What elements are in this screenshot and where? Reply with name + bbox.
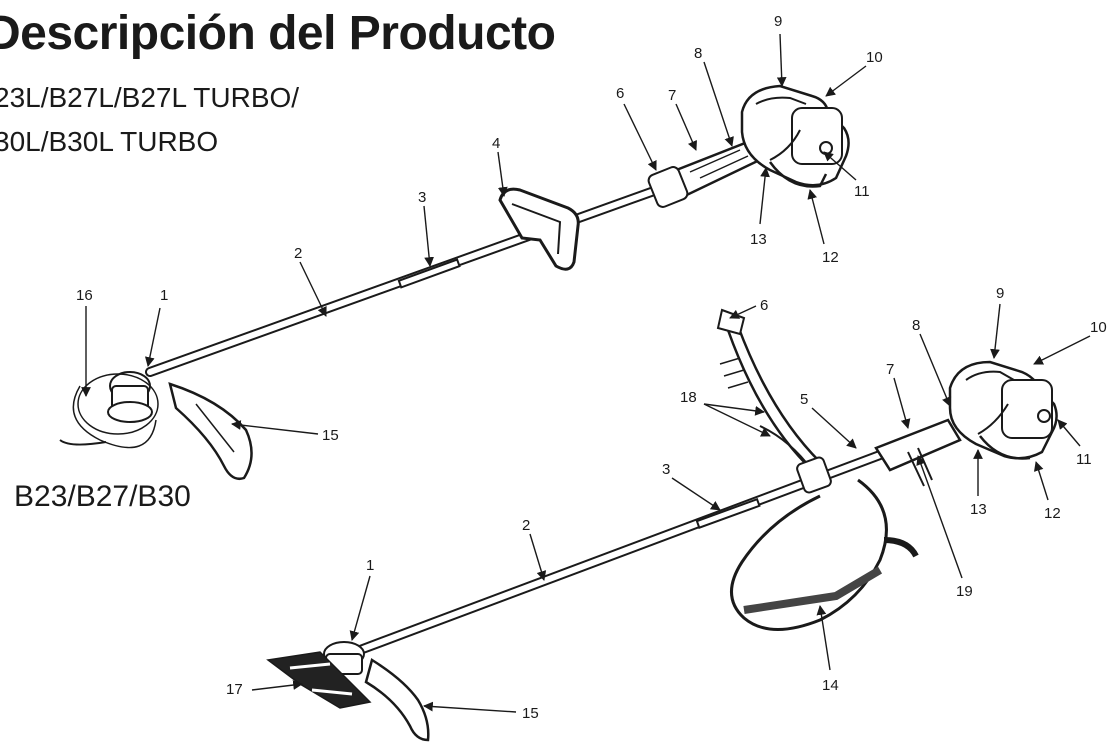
- callout-number: 12: [822, 249, 839, 266]
- lower-handle-clamp: [796, 456, 832, 494]
- callout-number: 9: [996, 285, 1004, 302]
- lower-air-filter: [1001, 379, 1053, 439]
- lower-cutting-head: [266, 641, 372, 709]
- callout-number: 3: [418, 189, 426, 206]
- callout-number: 4: [492, 135, 500, 152]
- callout-arrows: [81, 33, 1091, 713]
- callout-number: 6: [616, 85, 624, 102]
- upper-loop-handle: [498, 187, 580, 271]
- callout-number: 13: [750, 231, 767, 248]
- callout-number: 10: [866, 49, 883, 66]
- callout-number: 11: [1076, 451, 1092, 468]
- callout-number: 8: [694, 45, 702, 62]
- models-subtitle-line-1: 23L/B27L/B27L TURBO/: [0, 82, 300, 113]
- callout-number: 3: [662, 461, 670, 478]
- upper-handle-clamp: [647, 166, 689, 208]
- page-title: Descripción del Producto: [0, 7, 556, 60]
- upper-trimmer: [59, 84, 850, 480]
- models-subtitle-line-2: 30L/B30L TURBO: [0, 126, 219, 157]
- callout-number: 6: [760, 297, 768, 314]
- callout-number: 15: [522, 705, 539, 722]
- callout-number: 1: [160, 287, 168, 304]
- callout-number: 14: [822, 677, 839, 694]
- callout-number: 19: [956, 583, 973, 600]
- callout-number: 5: [800, 391, 808, 408]
- callout-number: 12: [1044, 505, 1061, 522]
- lower-callout-labels: 1 2 3 5 6 7 8 9 10 11 12 13 14 15 17 18 …: [226, 285, 1107, 722]
- callout-number: 7: [886, 361, 894, 378]
- lower-shaft-decal: [695, 497, 761, 529]
- upper-air-filter: [791, 107, 843, 165]
- callout-number: 10: [1090, 319, 1107, 336]
- callout-number: 16: [76, 287, 93, 304]
- callout-number: 8: [912, 317, 920, 334]
- lower-trimmer: [266, 308, 1058, 742]
- callout-number: 13: [970, 501, 987, 518]
- upper-callout-labels: 1 2 3 4 6 7 8 9 10 11 12 13 15 16: [76, 13, 883, 444]
- upper-cutting-head: [59, 371, 159, 449]
- upper-shaft-decal: [397, 258, 461, 289]
- callout-number: 18: [680, 389, 697, 406]
- callout-number: 9: [774, 13, 782, 30]
- callout-number: 2: [522, 517, 530, 534]
- callout-number: 15: [322, 427, 339, 444]
- upper-guard: [168, 382, 253, 480]
- lower-trimmer-model-label: B23/B27/B30: [14, 480, 191, 513]
- callout-number: 2: [294, 245, 302, 262]
- upper-fuel-tank: [768, 161, 828, 188]
- lower-harness: [730, 478, 888, 631]
- callout-number: 17: [226, 681, 243, 698]
- callout-number: 7: [668, 87, 676, 104]
- lower-guard: [364, 658, 430, 742]
- lower-throttle-grip: [874, 418, 962, 472]
- callout-number: 11: [854, 183, 870, 200]
- callout-number: 1: [366, 557, 374, 574]
